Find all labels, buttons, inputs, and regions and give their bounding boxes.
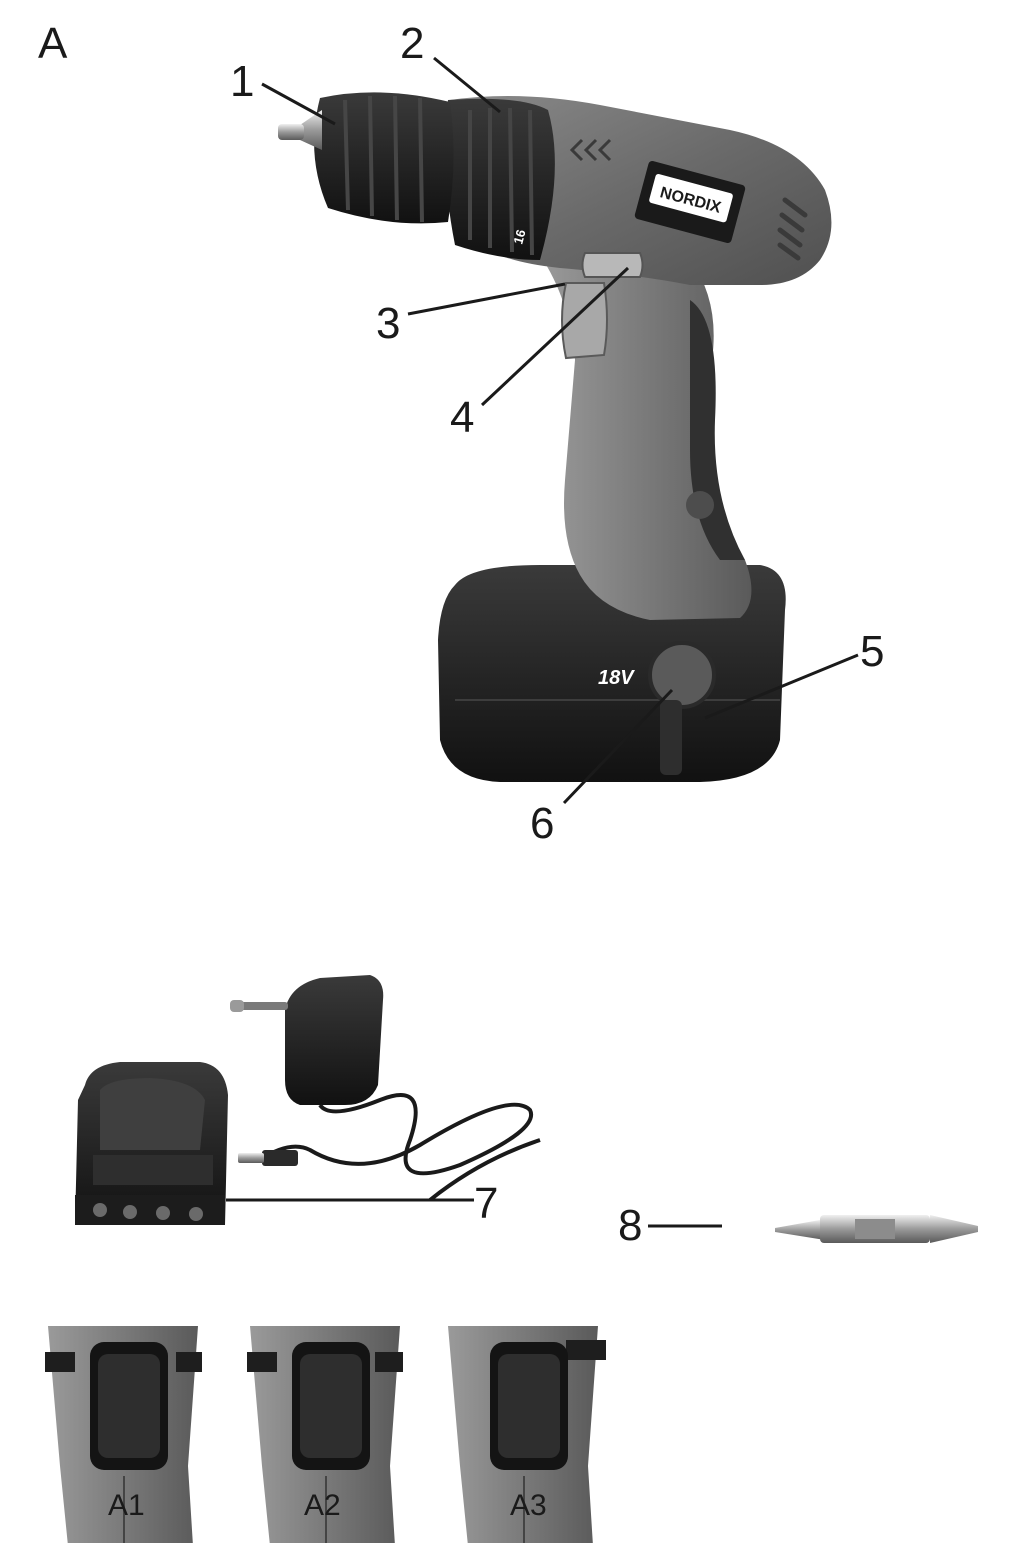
battery-release-button bbox=[648, 641, 716, 709]
direction-switch bbox=[581, 252, 644, 278]
view-a1 bbox=[45, 1326, 202, 1543]
callout-5: 5 bbox=[860, 627, 884, 676]
charger-cable bbox=[258, 1093, 541, 1202]
view-a3 bbox=[448, 1326, 606, 1543]
trigger bbox=[561, 282, 608, 360]
view-caption-a3: A3 bbox=[510, 1489, 547, 1522]
view-caption-a2: A2 bbox=[304, 1489, 341, 1522]
view-caption-a1: A1 bbox=[108, 1489, 145, 1522]
plug-adapter bbox=[285, 975, 384, 1105]
view-a2 bbox=[247, 1326, 403, 1543]
battery-pack bbox=[438, 565, 786, 782]
callout-3: 3 bbox=[376, 299, 400, 348]
chuck bbox=[314, 92, 454, 224]
callout-2: 2 bbox=[400, 19, 424, 68]
torque-scale-label: 16 bbox=[510, 228, 528, 246]
drill-illustration: 18V NORDIX 16 bbox=[278, 92, 832, 782]
callout-7: 7 bbox=[474, 1179, 498, 1228]
callout-8: 8 bbox=[618, 1201, 642, 1250]
screwdriver-bit bbox=[775, 1215, 978, 1243]
charger-illustration bbox=[75, 975, 541, 1225]
brand-badge: NORDIX bbox=[634, 160, 746, 244]
callout-4: 4 bbox=[450, 393, 474, 442]
battery-voltage-label: 18V bbox=[598, 667, 635, 689]
figure-letter: A bbox=[38, 19, 68, 68]
torque-collar bbox=[445, 98, 555, 260]
callout-1: 1 bbox=[230, 57, 254, 106]
callout-6: 6 bbox=[530, 799, 554, 848]
